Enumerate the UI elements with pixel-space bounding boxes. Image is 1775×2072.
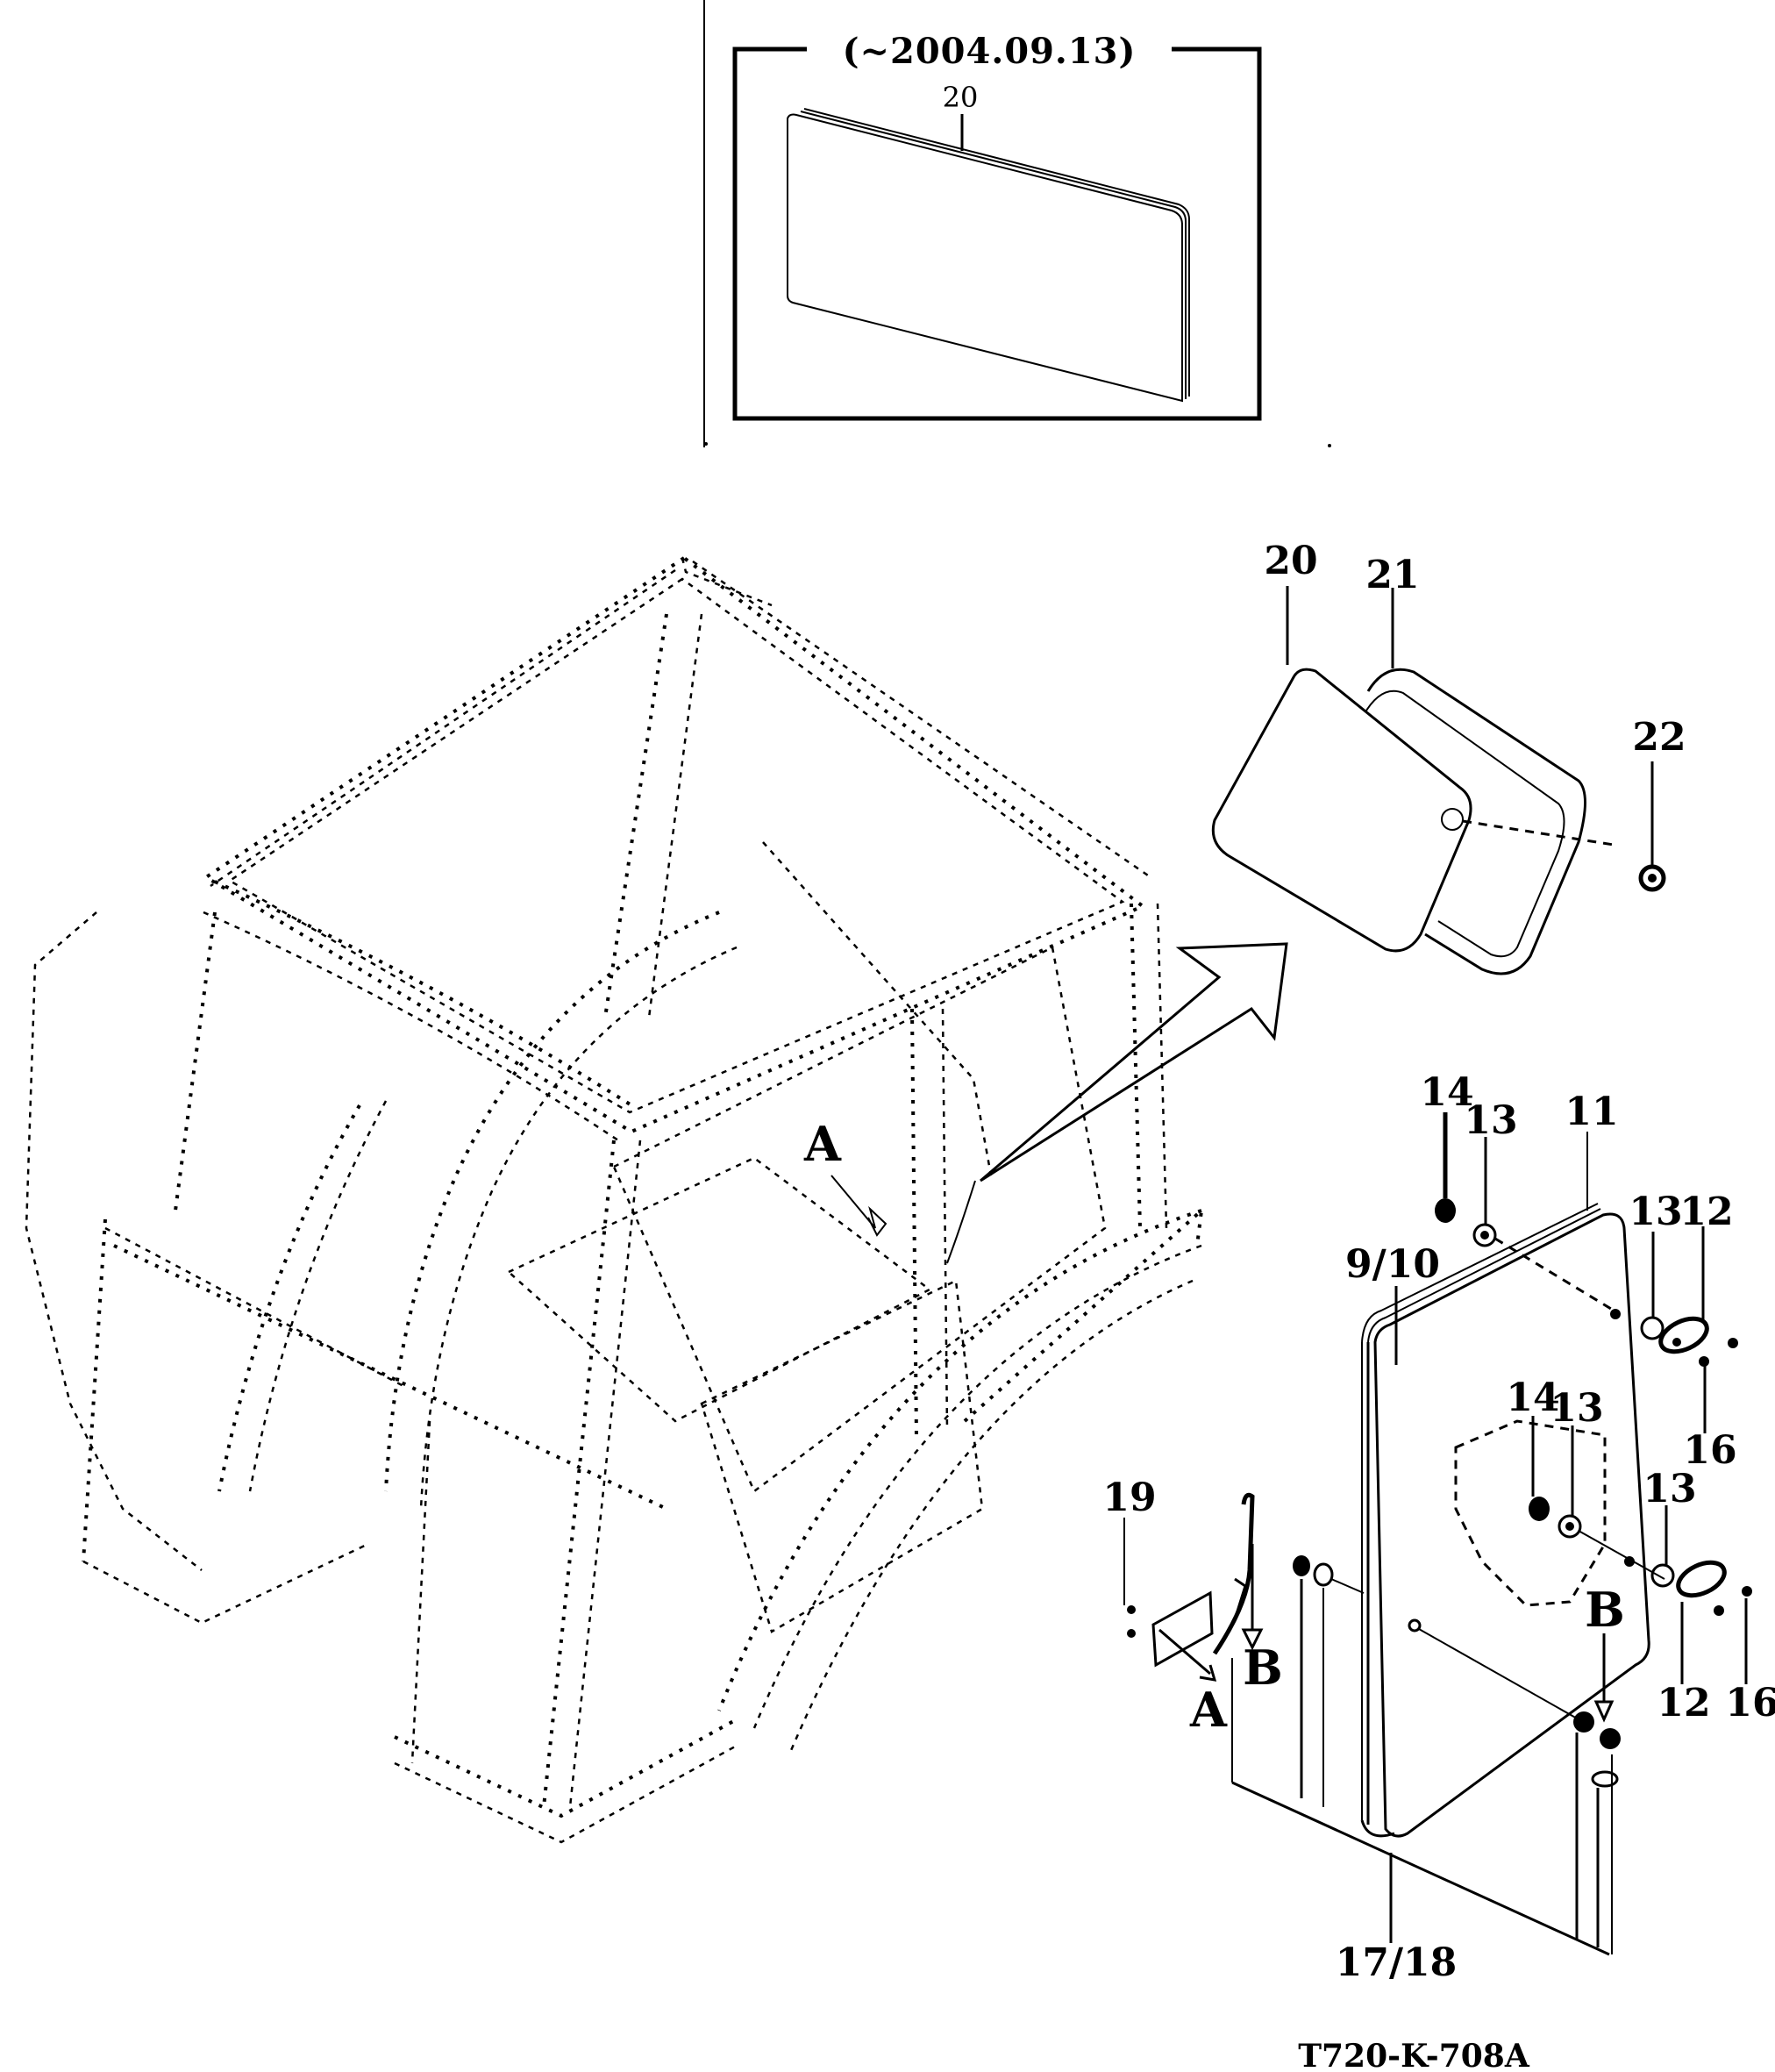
callout-13c: 13 — [1550, 1386, 1603, 1431]
arrow-a-detail — [1158, 1628, 1217, 1682]
screw-16b — [1742, 1586, 1752, 1597]
inset-corner-dot — [704, 442, 708, 446]
cab-right-rear-post — [1130, 903, 1142, 1229]
cab-right-fender-edge — [788, 1279, 1194, 1755]
cab-front-arch-left-edge — [248, 1100, 388, 1492]
latch-cable — [1212, 1492, 1255, 1655]
cab-left-lower-rail — [104, 1226, 404, 1388]
inset-date-label: (~2004.09.13) — [843, 31, 1137, 72]
callout-17-18: 17/18 — [1336, 1940, 1458, 1985]
cab-center-door-post — [910, 1008, 918, 1440]
inset-old-version: (~2004.09.13) 20 — [703, 0, 1331, 447]
svg-text:A: A — [803, 1116, 842, 1172]
leader-dash-13a — [1494, 1237, 1616, 1313]
callout-13a: 13 — [1464, 1098, 1517, 1143]
washer-left-b — [1313, 1562, 1334, 1587]
nut-14b — [1529, 1497, 1550, 1521]
cab-center-door-post-edge — [941, 1008, 949, 1431]
drawing-code: T720-K-708A — [1298, 2038, 1530, 2072]
cab-front-pillar — [542, 1140, 616, 1808]
washer-13c — [1558, 1514, 1582, 1539]
bolt-19b — [1127, 1629, 1136, 1638]
arrow-b-left — [1241, 1544, 1264, 1651]
cab-front-arch-left — [217, 1104, 361, 1492]
cab-base-front — [394, 1718, 738, 1818]
callout-14a: 14 — [1420, 1070, 1473, 1115]
detail-arrow — [946, 942, 1288, 1264]
door-panel — [1373, 1212, 1650, 1838]
inset-part-label-20: 20 — [943, 81, 979, 114]
bracket-19 — [1151, 1590, 1214, 1668]
hinge-12b — [1676, 1560, 1727, 1598]
view-marker-b-left: B — [1243, 1640, 1283, 1696]
cab-left-pillar — [82, 1218, 107, 1562]
inset-frame — [732, 46, 1262, 421]
cab-left-pillar — [174, 911, 217, 1211]
screw-16a — [1728, 1338, 1738, 1348]
cab-front-pillar-edge — [568, 1140, 642, 1808]
cab-roof-front-beam — [214, 880, 633, 1107]
cab-roof-outer — [203, 555, 1146, 1134]
cab-base-right — [963, 1205, 1204, 1423]
cab-left-lower-beam — [113, 1244, 667, 1511]
callout-20: 20 — [1264, 539, 1317, 583]
bolt-19a — [1127, 1605, 1136, 1614]
cab-right-fender-edge — [752, 1244, 1202, 1729]
bottom-leader-line — [1231, 1781, 1610, 1956]
view-marker-a-detail: A — [1189, 1682, 1228, 1738]
callout-16b: 16 — [1725, 1681, 1775, 1725]
nut-14a — [1435, 1198, 1456, 1223]
cab-roof-inner — [227, 577, 1125, 1114]
cab-floor-plate — [700, 1279, 984, 1633]
cab-rear-post-edge — [647, 613, 703, 1018]
inset-glass-panel — [787, 108, 1190, 403]
cab-front-left-post — [410, 1420, 431, 1764]
inset-corner-dot — [1328, 444, 1331, 447]
hinge-bolt-line — [1578, 1530, 1665, 1580]
glass-seal-21 — [1366, 668, 1586, 975]
callout-12a: 12 — [1679, 1190, 1733, 1234]
washer-left-a — [1293, 1555, 1310, 1576]
callout-9-10: 9/10 — [1345, 1242, 1440, 1287]
callout-13d: 13 — [1643, 1467, 1696, 1511]
glass-panel-20 — [1211, 668, 1472, 953]
washer-lower — [1573, 1711, 1594, 1733]
door-seal-11 — [1367, 1208, 1601, 1343]
view-marker-b-right: B — [1585, 1582, 1625, 1638]
callout-11: 11 — [1565, 1090, 1618, 1134]
cab-front-arch-center-edge — [419, 946, 738, 1510]
washer-13b — [1640, 1316, 1665, 1340]
callout-14b: 14 — [1506, 1375, 1559, 1420]
cab-roof-rail — [210, 568, 676, 888]
cab-frame — [25, 555, 1204, 1844]
hinge-12a — [1658, 1316, 1709, 1354]
view-marker-a-frame: A — [803, 1116, 888, 1237]
cab-front-arch-center — [384, 911, 720, 1492]
door-lock-outline — [1454, 1419, 1607, 1607]
cab-floor — [612, 946, 1107, 1493]
callout-13b: 13 — [1629, 1190, 1682, 1234]
callout-22: 22 — [1632, 715, 1686, 760]
cab-left-base — [82, 1542, 369, 1625]
callout-16a: 16 — [1683, 1428, 1736, 1473]
washer-13d — [1650, 1563, 1675, 1588]
cab-base-front-edge — [394, 1744, 738, 1844]
door-detail: B A B — [1102, 1070, 1775, 1985]
cab-top-corner — [681, 557, 773, 607]
callout-19: 19 — [1102, 1475, 1156, 1520]
cab-floor-plate — [506, 1156, 932, 1423]
glass-hole-leader — [1462, 819, 1615, 847]
cab-left-side — [25, 911, 203, 1571]
cab-roof-rail — [692, 560, 1151, 879]
glass-hole — [1441, 808, 1464, 831]
glass-detail: 20 21 22 — [1211, 539, 1686, 975]
callout-12b: 12 — [1657, 1681, 1710, 1725]
cab-roof-front-beam-edge — [203, 911, 619, 1142]
cab-rear-window-opening — [762, 841, 993, 1176]
callout-21: 21 — [1365, 553, 1419, 597]
pin-line — [1418, 1628, 1579, 1720]
pin-head — [1600, 1728, 1621, 1749]
arrow-b-right — [1593, 1633, 1615, 1723]
